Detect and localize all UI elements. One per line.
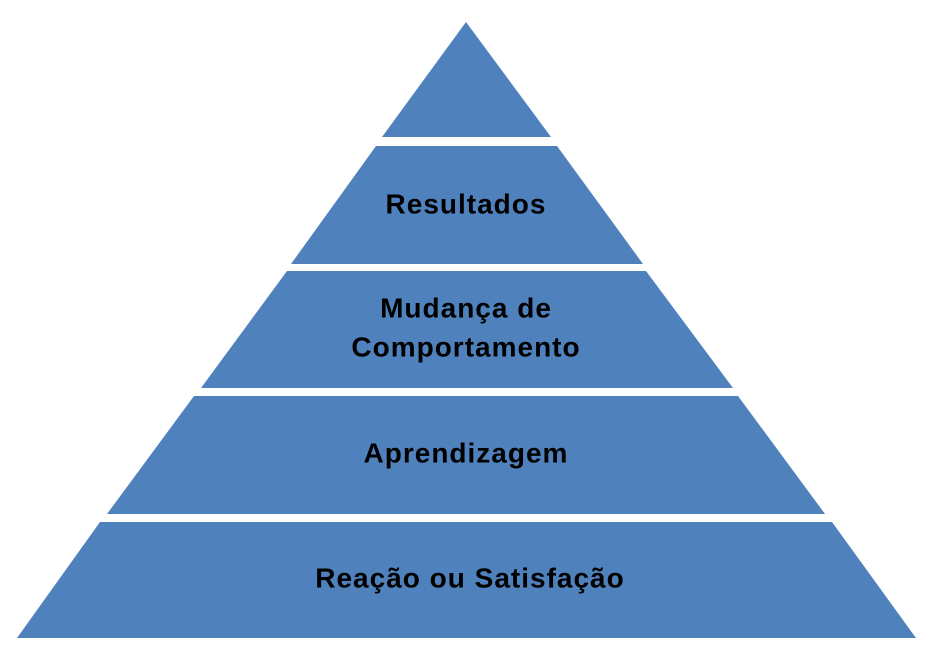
tier-top [382,22,551,137]
tier-results: Resultados [291,146,643,264]
tier-behavior-change: Mudança de Comportamento [201,271,733,388]
tier-behavior-change-label-line1: Mudança de [380,292,552,323]
tier-top-shape [382,22,551,137]
tier-learning: Aprendizagem [107,396,825,514]
tier-results-label: Resultados [386,188,547,219]
tier-behavior-change-shape [201,271,733,388]
tier-learning-label: Aprendizagem [364,437,569,468]
tier-reaction-shape [17,522,916,638]
tier-behavior-change-label-line2: Comportamento [351,331,580,362]
tier-results-shape [291,146,643,264]
tier-reaction-label: Reação ou Satisfação [315,562,624,593]
tier-learning-shape [107,396,825,514]
tier-reaction: Reação ou Satisfação [17,522,916,638]
